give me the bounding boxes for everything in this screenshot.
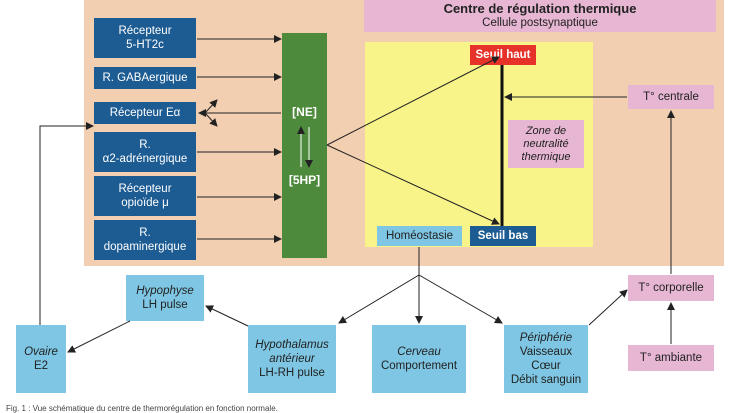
brain-box: Cerveau Comportement xyxy=(372,325,466,393)
ovary-line: E2 xyxy=(33,360,49,372)
ne-label: [NE] xyxy=(292,105,317,119)
hypothalamus-title-2: antérieur xyxy=(269,353,315,365)
center-title: Centre de régulation thermique xyxy=(443,1,637,16)
neutral-zone-label: Zone de neutralité thermique xyxy=(508,120,584,168)
ambient-temperature-label: T° ambiante xyxy=(639,352,703,364)
hypophysis-box: Hypophyse LH pulse xyxy=(126,275,204,321)
receptor-label: R. xyxy=(139,139,151,151)
receptor-label: α2-adrénergique xyxy=(102,153,188,165)
periphery-line: Vaisseaux xyxy=(519,346,573,358)
arrow-e-alpha-down xyxy=(204,112,218,127)
hypothalamus-title: Hypothalamus xyxy=(255,339,329,351)
receptor-label: dopaminergique xyxy=(103,241,187,253)
periphery-title: Périphérie xyxy=(519,332,573,344)
arrow-ovary xyxy=(67,320,131,353)
hypothalamus-line: LH-RH pulse xyxy=(259,367,325,379)
receptor-label: opioïde μ xyxy=(121,197,169,209)
receptor-opioid-mu: Récepteur opioïde μ xyxy=(94,176,196,216)
5hp-label: [5HP] xyxy=(288,173,321,187)
arrow-periphery-body xyxy=(588,289,628,326)
receptor-label: Récepteur xyxy=(118,183,172,195)
arrow-to-low xyxy=(326,144,500,225)
receptor-gaba: R. GABAergique xyxy=(94,67,196,89)
receptor-e-alpha: Récepteur Eα xyxy=(94,102,196,124)
ambient-temperature-box: T° ambiante xyxy=(628,345,714,371)
body-temperature-box: T° corporelle xyxy=(628,275,714,301)
body-temperature-label: T° corporelle xyxy=(638,282,704,294)
hypophysis-title: Hypophyse xyxy=(136,285,194,297)
periphery-box: Périphérie Vaisseaux Cœur Débit sanguin xyxy=(504,325,588,393)
central-temperature-box: T° centrale xyxy=(628,85,714,109)
receptor-label: Récepteur Eα xyxy=(109,107,181,119)
arrow-hypothalamus xyxy=(338,274,420,324)
receptor-label: Récepteur xyxy=(118,25,172,37)
arrow-e-alpha-up xyxy=(204,99,218,114)
low-threshold: Seuil bas xyxy=(470,226,536,246)
ovary-title: Ovaire xyxy=(24,346,58,358)
arrow-periphery xyxy=(418,274,503,324)
neurotransmitter-bar: [NE] [5HP] xyxy=(282,33,327,258)
receptor-label: R. GABAergique xyxy=(102,72,188,84)
homeostasis-box: Homéostasie xyxy=(377,226,462,246)
arrow-to-high xyxy=(326,56,500,146)
receptor-5ht2c: Récepteur 5-HT2c xyxy=(94,18,196,58)
arrow-hypophysis xyxy=(205,305,249,327)
periphery-line: Cœur xyxy=(531,360,561,372)
receptor-dopaminergic: R. dopaminergique xyxy=(94,220,196,260)
brain-line: Comportement xyxy=(380,360,458,372)
receptor-label: R. xyxy=(139,227,151,239)
arrow-ovary-feedback xyxy=(39,122,94,325)
center-subtitle: Cellule postsynaptique xyxy=(482,17,598,29)
receptor-label: 5-HT2c xyxy=(126,39,164,51)
receptor-alpha2-adrenergic: R. α2-adrénergique xyxy=(94,132,196,172)
hypophysis-line: LH pulse xyxy=(142,299,188,311)
brain-title: Cerveau xyxy=(397,346,441,358)
center-title-box: Centre de régulation thermique Cellule p… xyxy=(364,0,716,32)
periphery-line: Débit sanguin xyxy=(510,374,582,386)
high-threshold: Seuil haut xyxy=(470,45,536,65)
figure-caption: Fig. 1 : Vue schématique du centre de th… xyxy=(6,404,278,413)
zone-line: thermique xyxy=(521,150,571,163)
hypothalamus-box: Hypothalamus antérieur LH-RH pulse xyxy=(248,325,336,393)
central-temperature-label: T° centrale xyxy=(643,91,699,103)
zone-line: Zone de xyxy=(525,124,567,137)
ovary-box: Ovaire E2 xyxy=(16,325,66,393)
zone-line: neutralité xyxy=(523,137,569,150)
